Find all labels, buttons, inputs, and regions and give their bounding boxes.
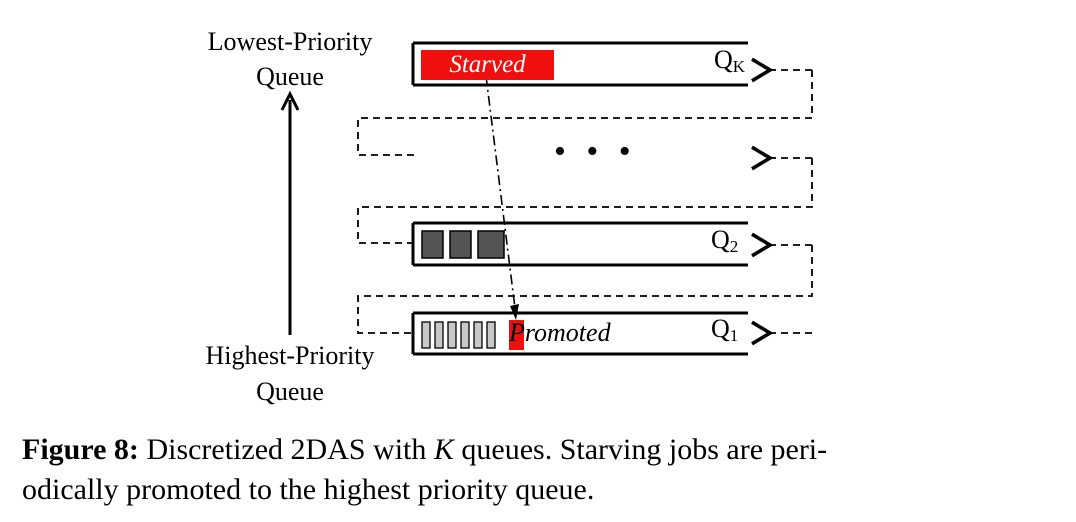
- promotion-arrow: [485, 75, 517, 317]
- figure-caption: Figure 8: Discretized 2DAS with K queues…: [22, 430, 1062, 510]
- queue-k-label: QK: [714, 45, 746, 76]
- job-block: [421, 230, 444, 259]
- highest-priority-label: Highest-Priority: [205, 341, 375, 370]
- job-block-small: [447, 321, 457, 349]
- ellipsis: • • •: [554, 133, 637, 170]
- starved-job-label: Starved: [421, 50, 554, 80]
- caption-label: Figure 8:: [22, 433, 139, 466]
- lowest-priority-queue-label: Queue: [256, 62, 324, 91]
- priority-axis-arrowhead: [280, 90, 300, 111]
- feedback-loop-2: [357, 158, 813, 244]
- queue-k-box: [411, 41, 748, 87]
- job-block-small: [460, 321, 470, 349]
- feedback-loop-1: [357, 70, 813, 156]
- queue-1-box: [411, 311, 748, 356]
- job-block-small: [434, 321, 444, 349]
- queue-diagram: Lowest-Priority Queue Highest-Priority Q…: [205, 27, 813, 406]
- highest-priority-queue-label: Queue: [256, 377, 324, 406]
- promoted-job-highlight: [509, 320, 524, 350]
- queue-2-label: Q2: [711, 225, 739, 256]
- promoted-job-label: Promoted: [509, 318, 611, 347]
- promotion-arrowhead: [510, 304, 519, 320]
- job-block-small: [421, 321, 431, 349]
- caption-text-cont: queues. Starving jobs are peri-: [453, 433, 828, 466]
- caption-variable: K: [433, 433, 454, 466]
- queue-1-label: Q1: [711, 314, 739, 345]
- caption-text: Discretized 2DAS with: [138, 433, 434, 466]
- diagram-canvas: [280, 41, 813, 356]
- job-block-small: [473, 321, 483, 349]
- feedback-loop-3: [357, 245, 813, 334]
- job-block: [449, 230, 472, 259]
- caption-line-2: odically promoted to the highest priorit…: [22, 473, 595, 506]
- queue-2-box: [411, 221, 748, 267]
- lowest-priority-label: Lowest-Priority: [207, 27, 373, 56]
- job-block-small: [486, 321, 496, 349]
- job-block: [477, 230, 505, 259]
